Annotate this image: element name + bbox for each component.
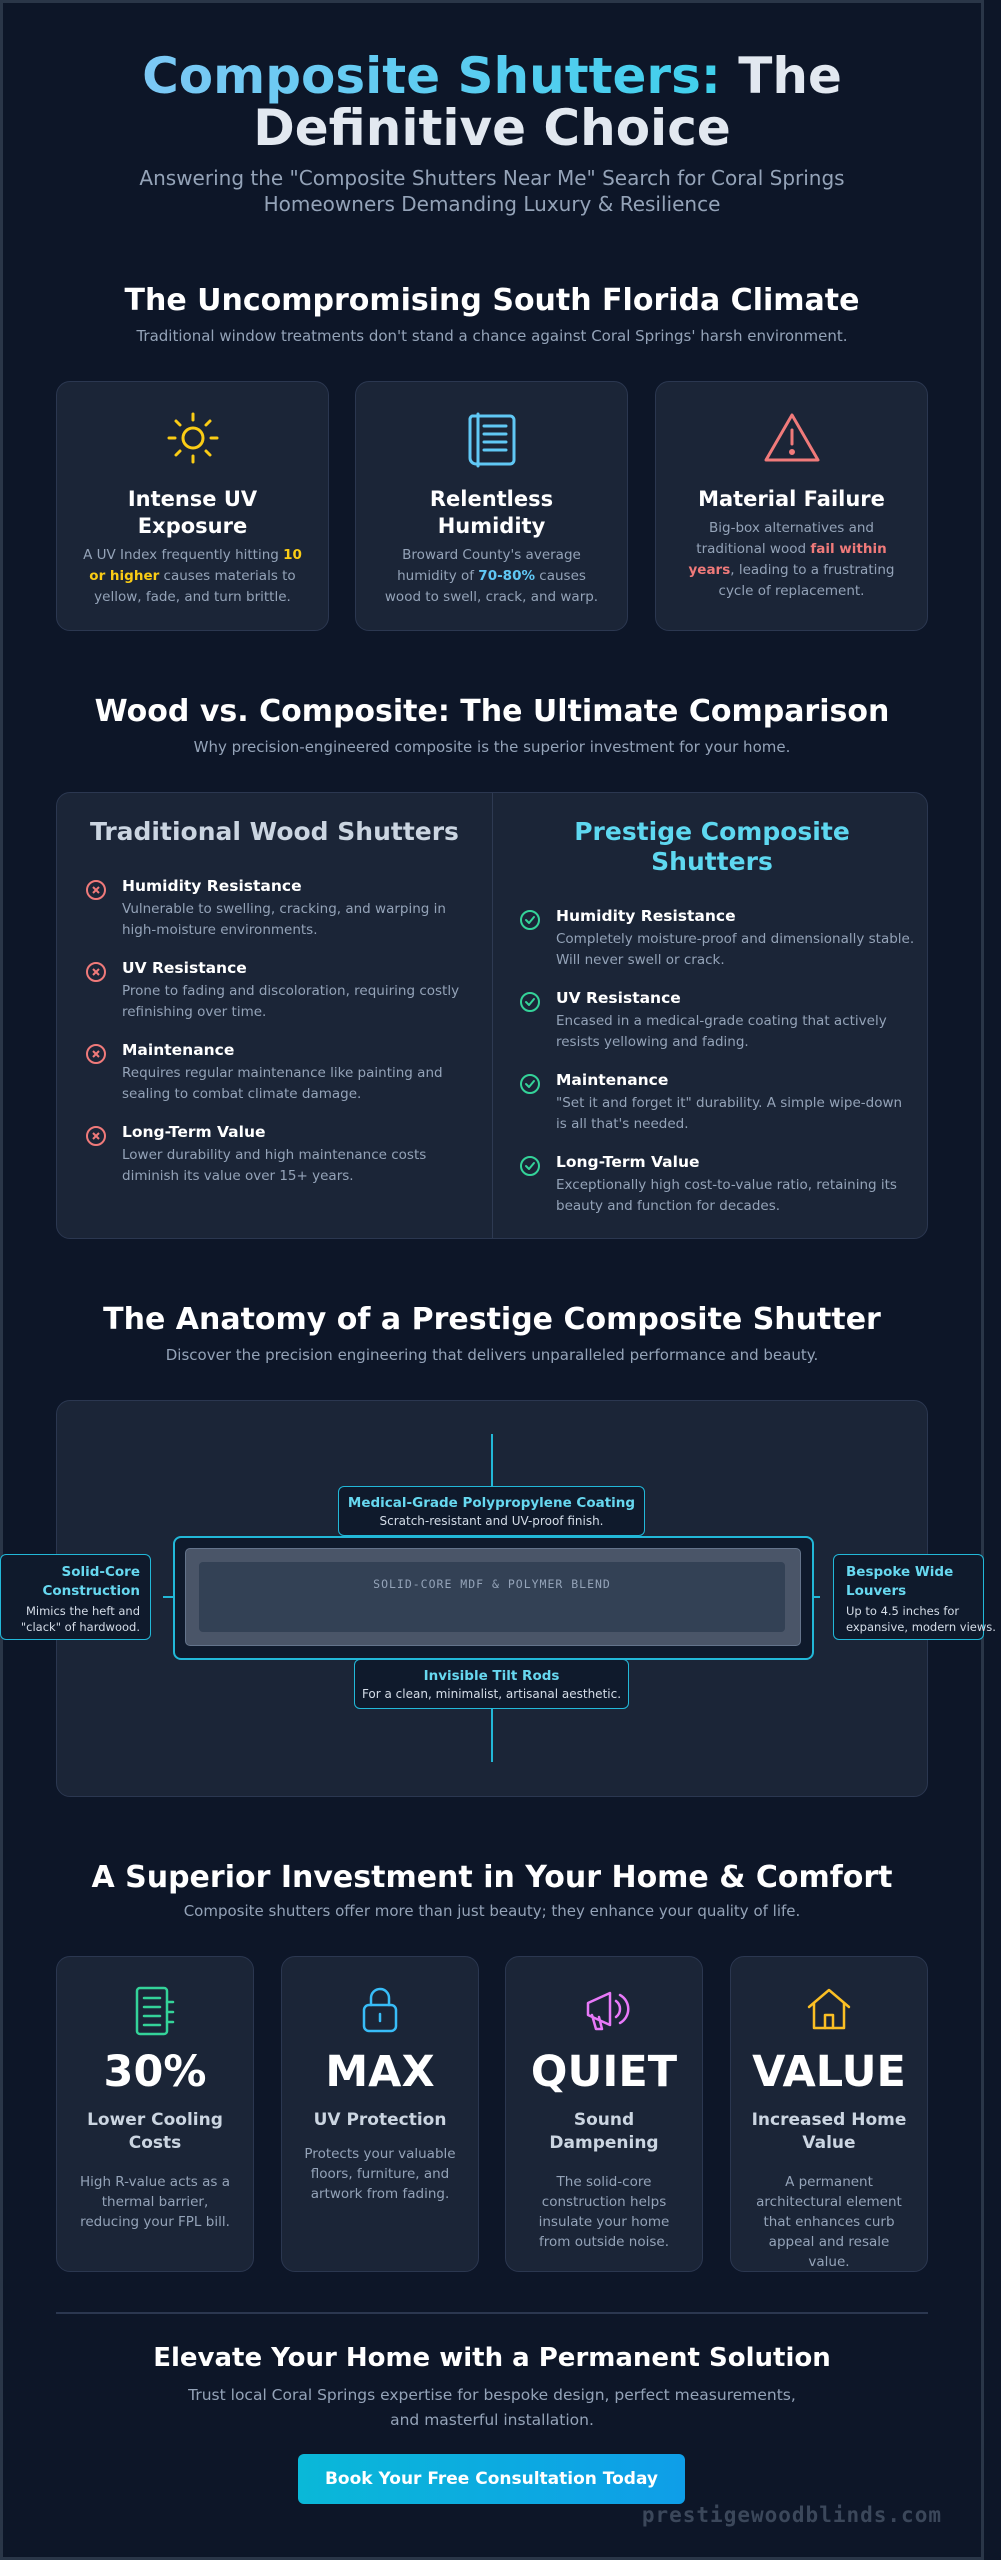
guide-line-top xyxy=(491,1434,493,1486)
check-circle-icon xyxy=(519,991,541,1017)
warning-icon xyxy=(762,410,822,470)
investment-subheading: Composite shutters offer more than just … xyxy=(183,1902,801,1920)
stat-desc: The solid-core construction helps insula… xyxy=(538,2174,670,2250)
stat-value: 30% xyxy=(103,2047,207,2097)
comparison-divider xyxy=(492,793,493,1238)
climate-card-uv: Intense UV Exposure A UV Index frequentl… xyxy=(56,381,329,631)
climate-card-desc: Broward County's average humidity of 70-… xyxy=(384,547,599,605)
label-wide-louvers-desc: Up to 4.5 inches for expansive, modern v… xyxy=(846,1604,996,1634)
x-circle-icon xyxy=(85,961,107,987)
stat-value: MAX xyxy=(325,2047,435,2097)
wood-column-title: Traditional Wood Shutters xyxy=(90,817,459,846)
label-coating: Medical-Grade Polypropylene Coating Scra… xyxy=(338,1486,645,1536)
page-title: Composite Shutters: The Definitive Choic… xyxy=(142,47,842,157)
climate-card-desc: Big-box alternatives and traditional woo… xyxy=(688,520,895,599)
stat-value: VALUE xyxy=(752,2047,906,2097)
investment-card-value: VALUE Increased Home Value A permanent a… xyxy=(730,1956,928,2272)
x-circle-icon xyxy=(85,879,107,905)
comparison-table: Traditional Wood Shutters Humidity Resis… xyxy=(56,792,928,1239)
climate-card-title: Material Failure xyxy=(698,487,885,511)
investment-card-cooling: 30% Lower Cooling Costs High R-value act… xyxy=(56,1956,254,2272)
climate-card-failure: Material Failure Big-box alternatives an… xyxy=(655,381,928,631)
calculator-icon xyxy=(133,1985,177,2041)
stat-label: Increased Home Value xyxy=(751,2110,907,2153)
shutter-core: SOLID-CORE MDF & POLYMER BLEND xyxy=(199,1562,785,1632)
stat-value: QUIET xyxy=(530,2047,678,2097)
stat-desc: High R-value acts as a thermal barrier, … xyxy=(79,2174,230,2230)
label-solid-core: Solid-Core Construction Mimics the heft … xyxy=(0,1554,151,1640)
check-circle-icon xyxy=(519,1155,541,1181)
sun-icon xyxy=(165,410,221,470)
book-consultation-button[interactable]: Book Your Free Consultation Today xyxy=(298,2454,685,2504)
investment-card-sound: QUIET Sound Dampening The solid-core con… xyxy=(505,1956,703,2272)
cta-heading: Elevate Your Home with a Permanent Solut… xyxy=(153,2343,831,2373)
climate-card-humidity: Relentless Humidity Broward County's ave… xyxy=(355,381,628,631)
stat-label: UV Protection xyxy=(313,2110,447,2130)
site-watermark: prestigewoodblinds.com xyxy=(641,2503,942,2527)
climate-heading: The Uncompromising South Florida Climate xyxy=(124,283,860,318)
x-circle-icon xyxy=(85,1125,107,1151)
label-tilt-rods: Invisible Tilt Rods For a clean, minimal… xyxy=(354,1659,629,1709)
composite-column-title: Prestige Composite Shutters xyxy=(574,817,850,876)
climate-card-desc: A UV Index frequently hitting 10 or high… xyxy=(83,547,302,605)
cta-subheading: Trust local Coral Springs expertise for … xyxy=(188,2386,796,2429)
megaphone-icon xyxy=(580,1985,630,2039)
comparison-heading: Wood vs. Composite: The Ultimate Compari… xyxy=(94,694,890,729)
climate-subheading: Traditional window treatments don't stan… xyxy=(136,327,848,345)
x-circle-icon xyxy=(85,1043,107,1069)
label-wide-louvers: Bespoke Wide Louvers Up to 4.5 inches fo… xyxy=(833,1554,996,1640)
document-icon xyxy=(462,410,522,474)
lock-icon xyxy=(358,1985,402,2039)
investment-card-uv: MAX UV Protection Protects your valuable… xyxy=(281,1956,479,2272)
stat-desc: Protects your valuable floors, furniture… xyxy=(304,2146,456,2202)
anatomy-heading: The Anatomy of a Prestige Composite Shut… xyxy=(103,1302,881,1337)
check-circle-icon xyxy=(519,909,541,935)
anatomy-subheading: Discover the precision engineering that … xyxy=(165,1346,819,1364)
stat-label: Sound Dampening xyxy=(549,2110,659,2153)
stat-label: Lower Cooling Costs xyxy=(87,2110,223,2153)
stat-desc: A permanent architectural element that e… xyxy=(756,2174,902,2270)
climate-card-title: Relentless Humidity xyxy=(429,487,554,538)
home-icon xyxy=(805,1985,853,2037)
section-divider xyxy=(56,2312,928,2314)
investment-heading: A Superior Investment in Your Home & Com… xyxy=(91,1860,893,1895)
page-subtitle: Answering the "Composite Shutters Near M… xyxy=(139,166,845,216)
comparison-subheading: Why precision-engineered composite is th… xyxy=(193,738,791,756)
check-circle-icon xyxy=(519,1073,541,1099)
guide-line-bottom xyxy=(491,1708,493,1762)
climate-card-title: Intense UV Exposure xyxy=(127,487,258,538)
